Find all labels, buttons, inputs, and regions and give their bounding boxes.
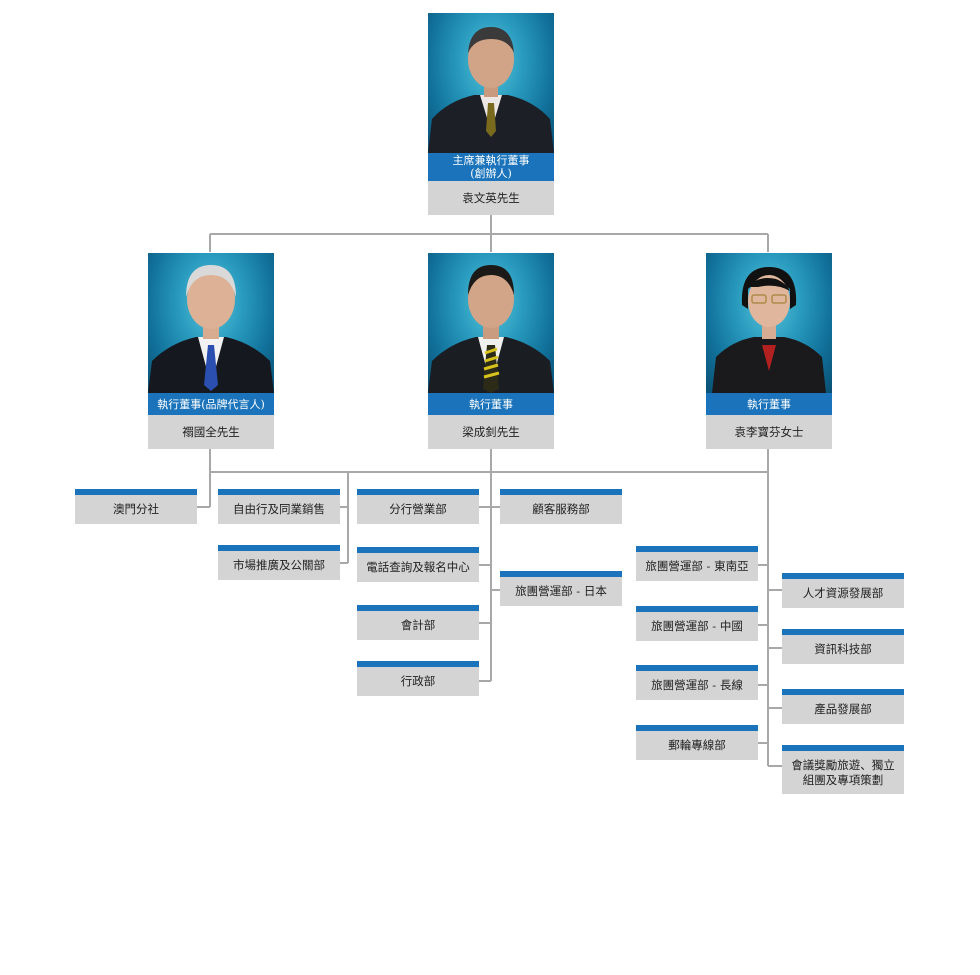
dept-marketing-pr: 市場推廣及公關部 bbox=[218, 545, 340, 580]
person-card-exec-left: 執行董事(品牌代言人) 禤國全先生 bbox=[148, 253, 274, 449]
portrait-photo bbox=[428, 253, 554, 393]
person-title: 執行董事 bbox=[706, 393, 832, 415]
person-card-exec-middle: 執行董事 梁成釗先生 bbox=[428, 253, 554, 449]
portrait-photo bbox=[148, 253, 274, 393]
dept-phone-enquiry-center: 電話查詢及報名中心 bbox=[357, 547, 479, 582]
dept-macau-branch: 澳門分社 bbox=[75, 489, 197, 524]
dept-information-technology: 資訊科技部 bbox=[782, 629, 904, 664]
dept-tour-ops-southeast-asia: 旅團營運部 - 東南亞 bbox=[636, 546, 758, 581]
dept-product-development: 產品發展部 bbox=[782, 689, 904, 724]
person-title: 執行董事(品牌代言人) bbox=[148, 393, 274, 415]
dept-cruise: 郵輪專線部 bbox=[636, 725, 758, 760]
dept-tour-ops-long-haul: 旅團營運部 - 長線 bbox=[636, 665, 758, 700]
dept-fit-trade-sales: 自由行及同業銷售 bbox=[218, 489, 340, 524]
dept-mice-special-projects: 會議獎勵旅遊、獨立 組團及專項策劃 bbox=[782, 745, 904, 794]
portrait-photo bbox=[706, 253, 832, 393]
dept-branch-operations: 分行營業部 bbox=[357, 489, 479, 524]
dept-human-resources: 人才資源發展部 bbox=[782, 573, 904, 608]
person-name: 袁李寶芬女士 bbox=[706, 415, 832, 449]
person-name: 梁成釗先生 bbox=[428, 415, 554, 449]
dept-customer-service: 顧客服務部 bbox=[500, 489, 622, 524]
person-name: 袁文英先生 bbox=[428, 181, 554, 215]
dept-accounting: 會計部 bbox=[357, 605, 479, 640]
dept-tour-ops-china: 旅團營運部 - 中國 bbox=[636, 606, 758, 641]
person-name: 禤國全先生 bbox=[148, 415, 274, 449]
person-title: 主席兼執行董事 (創辦人) bbox=[428, 153, 554, 181]
person-card-founder: 主席兼執行董事 (創辦人) 袁文英先生 bbox=[428, 13, 554, 215]
person-card-exec-right: 執行董事 袁李寶芬女士 bbox=[706, 253, 832, 449]
person-title: 執行董事 bbox=[428, 393, 554, 415]
portrait-photo bbox=[428, 13, 554, 153]
dept-tour-ops-japan: 旅團營運部 - 日本 bbox=[500, 571, 622, 606]
dept-administration: 行政部 bbox=[357, 661, 479, 696]
